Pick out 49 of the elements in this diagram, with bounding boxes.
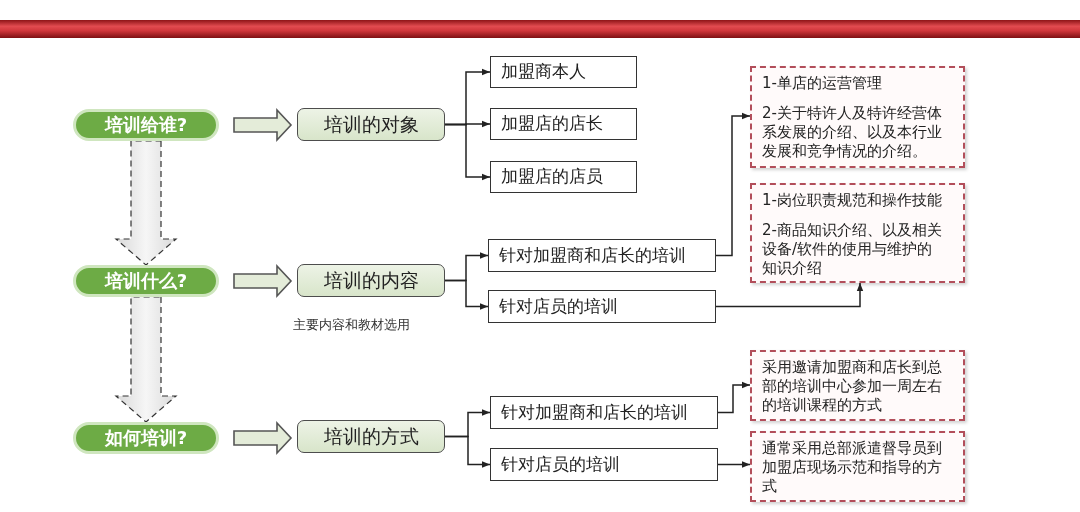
topic-box [297, 264, 445, 297]
item-label: 针对加盟商和店长的培训 [501, 401, 689, 424]
connector-arrow [444, 123, 491, 181]
question-label: 培训什么? [104, 269, 188, 293]
topic-label: 培训的内容 [323, 267, 419, 293]
note-text: 采用邀请加盟商和店长到总部的培训中心参加一周左右的培训课程的方式 [762, 358, 943, 415]
topic-label: 培训的对象 [323, 111, 419, 137]
item-box [490, 448, 718, 481]
question-label: 如何培训? [104, 426, 188, 450]
item-box [488, 239, 716, 272]
note-box [750, 66, 965, 168]
connector-arrow [715, 112, 751, 257]
note-box [750, 350, 965, 421]
connector-arrow [715, 282, 864, 308]
block-arrow [233, 263, 293, 299]
topic-box [297, 420, 445, 453]
question-pill [73, 265, 219, 297]
connector-arrow [717, 381, 751, 414]
topic-label: 培训的方式 [323, 423, 419, 449]
connector-arrow [444, 279, 489, 310]
topic-box [297, 108, 445, 141]
caption-text: 主要内容和教材选用 [293, 316, 410, 334]
item-box [490, 56, 637, 88]
note-box [750, 183, 965, 283]
dashed-block-arrow [114, 296, 178, 423]
item-box [488, 290, 716, 323]
item-label: 加盟店的店长 [501, 113, 604, 135]
note-text: 通常采用总部派遣督导员到加盟店现场示范和指导的方式 [762, 439, 943, 496]
question-pill [73, 109, 219, 141]
note-text: 1-单店的运营管理 [762, 74, 883, 93]
note-box [750, 431, 965, 502]
dashed-block-arrow [114, 140, 178, 266]
note-text: 2-关于特许人及特许经营体系发展的介绍、以及本行业发展和竞争情况的介绍。 [762, 104, 943, 161]
item-label: 针对店员的培训 [499, 295, 619, 318]
item-box [490, 108, 637, 140]
item-box [490, 396, 718, 429]
item-label: 针对加盟商和店长的培训 [499, 244, 687, 267]
block-arrow [233, 420, 293, 456]
connector-arrow [717, 461, 751, 468]
note-text: 1-岗位职责规范和操作技能 [762, 191, 943, 210]
note-text: 2-商品知识介绍、以及相关设备/软件的使用与维护的知识介绍 [762, 221, 943, 278]
item-box [490, 161, 637, 193]
item-label: 加盟店的店员 [501, 166, 604, 188]
item-label: 针对店员的培训 [501, 453, 621, 476]
connector-arrow [444, 435, 491, 468]
block-arrow [233, 107, 293, 143]
question-pill [73, 422, 219, 454]
item-label: 加盟商本人 [501, 61, 587, 83]
question-label: 培训给谁? [104, 113, 188, 137]
